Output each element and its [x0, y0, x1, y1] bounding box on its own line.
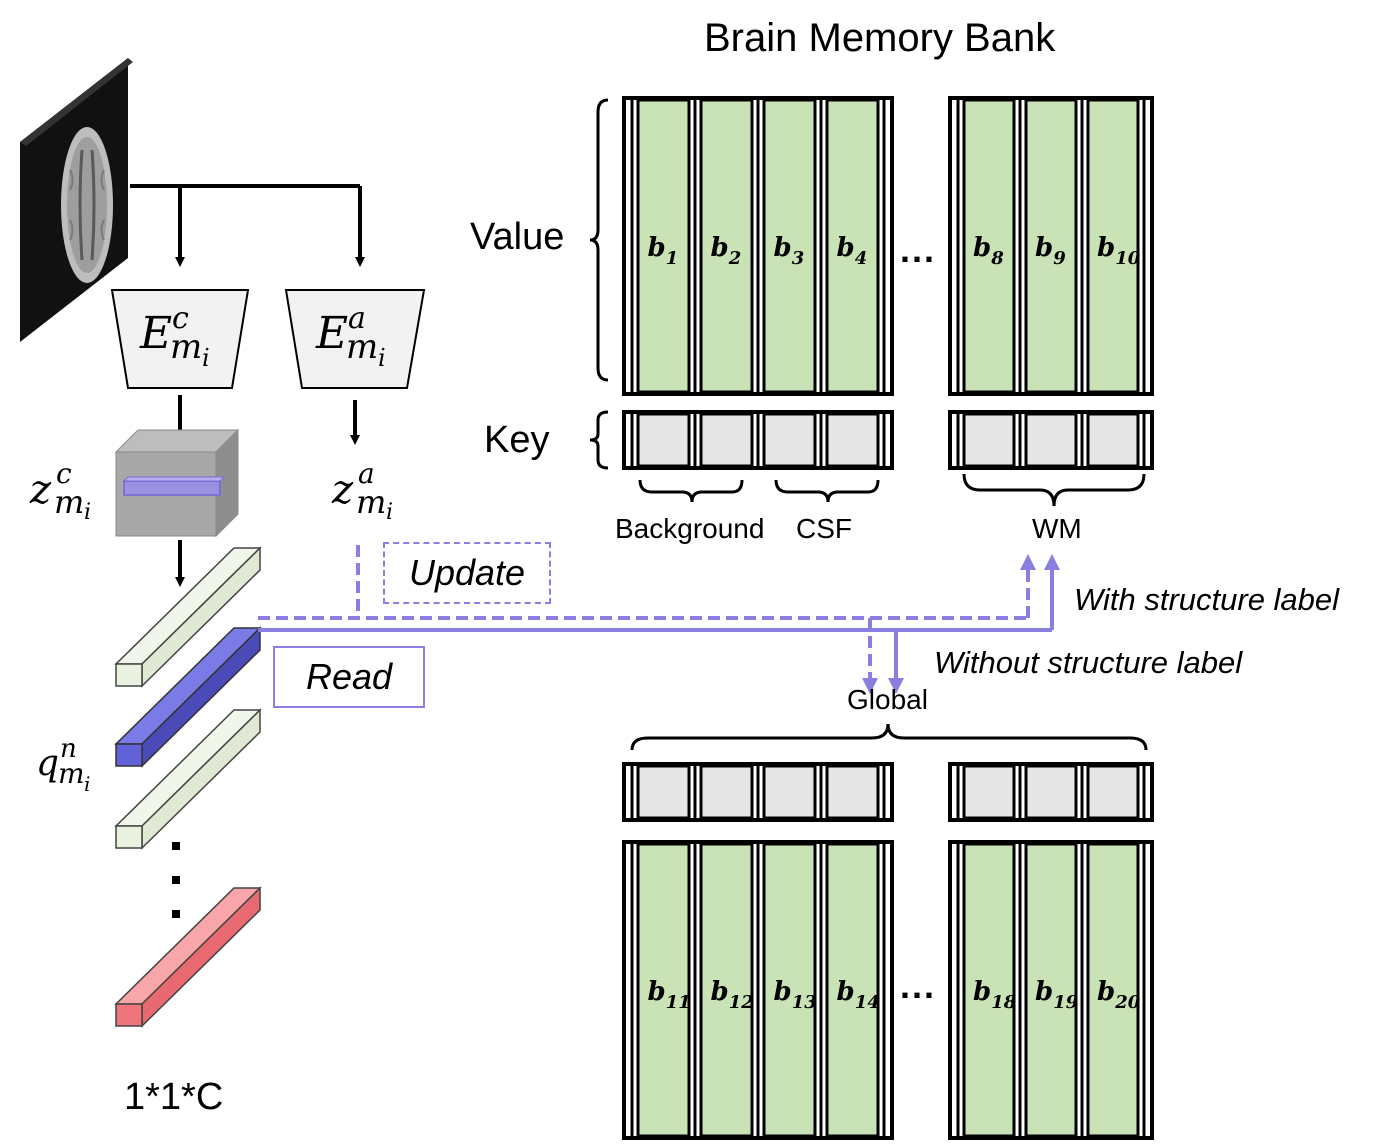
anatomy-encoder: [284, 289, 426, 389]
slot-label-index: 1: [666, 248, 679, 269]
key-label: Key: [484, 419, 550, 461]
slot-label-index: 18: [991, 992, 1017, 1013]
update-box: Update: [383, 542, 551, 604]
read-box: Read: [273, 646, 425, 708]
input-connections: [130, 184, 365, 587]
global-key-right-slot: [1024, 764, 1078, 820]
value-right-slot: [1024, 98, 1078, 394]
slot-label-index: 3: [792, 248, 805, 269]
global-key-left-slot: [699, 764, 754, 820]
query-vector-last: [114, 886, 262, 1028]
value-left-slot: [762, 98, 817, 394]
query-vector-selected: [114, 626, 262, 768]
value-left-slot: [825, 98, 880, 394]
vertical-ellipsis: [172, 842, 180, 918]
encoder-content-label: E c m i: [140, 301, 210, 372]
slot-label-index: 11: [666, 992, 691, 1013]
global-value-left-slot: [762, 842, 817, 1138]
ellipsis-bottom: ...: [900, 965, 937, 1006]
query-vector-3: [114, 708, 262, 850]
slot-label-index: 4: [855, 248, 868, 269]
key-left-slot: [636, 412, 691, 468]
slot-label-index: 13: [792, 992, 817, 1013]
global-value-right-slot: [962, 842, 1016, 1138]
key-left-slot: [762, 412, 817, 468]
z-content-label: z c m i: [30, 457, 92, 525]
encoder-anatomy-label: E a m i: [316, 301, 386, 372]
brain-mri-icon: [20, 58, 133, 342]
csf-label: CSF: [796, 513, 852, 544]
wm-label: WM: [1032, 513, 1082, 544]
background-label: Background: [615, 513, 765, 544]
query-vector-1: [114, 546, 262, 688]
global-label: Global: [847, 684, 928, 715]
global-value-left-slot: [699, 842, 754, 1138]
global-key-left-slot: [762, 764, 817, 820]
q-label: q n m i: [36, 734, 91, 796]
content-encoder: [110, 289, 250, 389]
value-label: Value: [470, 216, 565, 258]
value-left-slot: [636, 98, 691, 394]
diagram-title: Brain Memory Bank: [704, 16, 1056, 60]
key-left-slot: [825, 412, 880, 468]
slot-label-index: 19: [1053, 992, 1079, 1013]
value-right-slot: [1086, 98, 1140, 394]
with-structure-label: With structure label: [1074, 582, 1340, 617]
key-right-slot: [1086, 412, 1140, 468]
global-value-right-slot: [1086, 842, 1140, 1138]
global-key-left-slot: [825, 764, 880, 820]
slot-label-index: 9: [1053, 248, 1066, 269]
key-right-slot: [1024, 412, 1078, 468]
without-structure-label: Without structure label: [934, 645, 1243, 680]
global-key-right-slot: [962, 764, 1016, 820]
global-key-left-slot: [636, 764, 691, 820]
global-value-left-slot: [825, 842, 880, 1138]
key-right-slot: [962, 412, 1016, 468]
global-key-right-slot: [1086, 764, 1140, 820]
global-value-right-slot: [1024, 842, 1078, 1138]
z-anatomy-label: z a m i: [332, 457, 394, 525]
cube-icon: [114, 428, 240, 538]
slot-label-index: 14: [855, 992, 880, 1013]
global-value-left-slot: [636, 842, 691, 1138]
ellipsis-top: ...: [900, 229, 937, 270]
slot-label-index: 2: [728, 248, 742, 269]
slot-label-index: 12: [729, 992, 754, 1013]
read-path: [258, 554, 1060, 694]
slot-label-index: 10: [1115, 248, 1141, 269]
dims-label: 1*1*C: [124, 1076, 224, 1118]
braces: [589, 98, 1148, 751]
slot-label-index: 8: [990, 248, 1004, 269]
update-label: Update: [408, 552, 526, 593]
slot-label-index: 20: [1114, 992, 1141, 1013]
value-left-slot: [699, 98, 754, 394]
key-left-slot: [699, 412, 754, 468]
read-label: Read: [305, 656, 393, 697]
value-right-slot: [962, 98, 1016, 394]
